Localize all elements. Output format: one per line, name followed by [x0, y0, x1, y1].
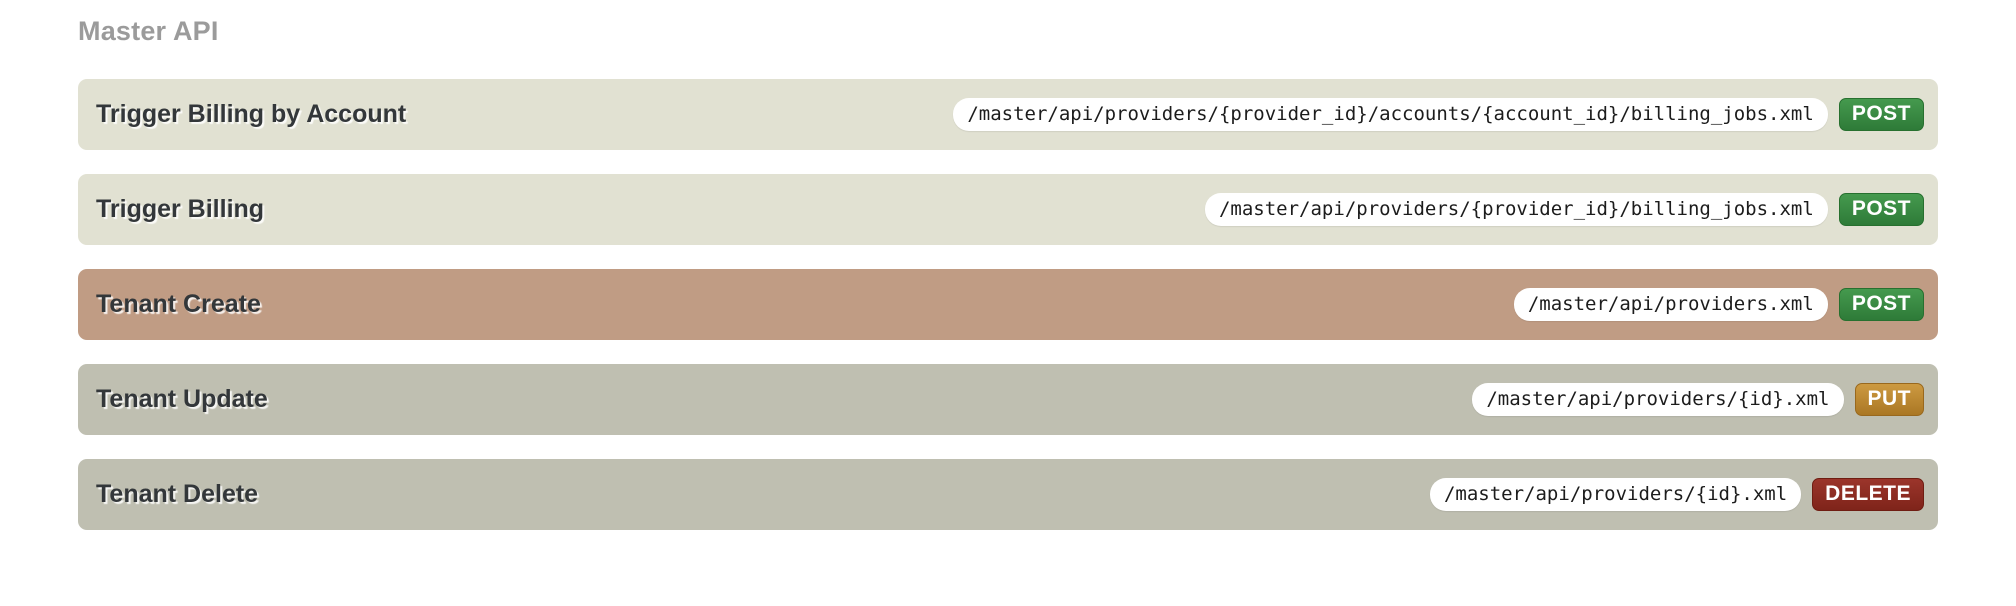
endpoint-title[interactable]: Trigger Billing — [96, 195, 265, 223]
endpoint-meta: /master/api/providers/{id}.xml DELETE — [1429, 478, 1924, 511]
endpoint-title[interactable]: Tenant Update — [96, 385, 268, 413]
method-badge: POST — [1838, 98, 1924, 131]
method-badge: DELETE — [1812, 478, 1924, 511]
endpoint-row[interactable]: Trigger Billing /master/api/providers/{p… — [78, 174, 1938, 245]
endpoint-row[interactable]: Tenant Update /master/api/providers/{id}… — [78, 364, 1938, 435]
endpoint-meta: /master/api/providers/{provider_id}/acco… — [953, 98, 1924, 131]
endpoint-path: /master/api/providers.xml — [1513, 288, 1828, 321]
method-badge: PUT — [1854, 383, 1924, 416]
endpoint-title[interactable]: Trigger Billing by Account — [96, 100, 407, 128]
endpoint-row[interactable]: Trigger Billing by Account /master/api/p… — [78, 79, 1938, 150]
endpoint-title[interactable]: Tenant Delete — [96, 480, 259, 508]
endpoint-list: Trigger Billing by Account /master/api/p… — [78, 79, 1938, 530]
api-docs-page: Master API Trigger Billing by Account /m… — [78, 16, 1938, 530]
endpoint-path: /master/api/providers/{id}.xml — [1472, 383, 1844, 416]
endpoint-path: /master/api/providers/{provider_id}/acco… — [953, 98, 1828, 131]
endpoint-meta: /master/api/providers/{provider_id}/bill… — [1204, 193, 1924, 226]
endpoint-meta: /master/api/providers/{id}.xml PUT — [1472, 383, 1924, 416]
method-badge: POST — [1838, 288, 1924, 321]
endpoint-title[interactable]: Tenant Create — [96, 290, 261, 318]
endpoint-path: /master/api/providers/{id}.xml — [1429, 478, 1802, 511]
endpoint-path: /master/api/providers/{provider_id}/bill… — [1204, 193, 1828, 226]
endpoint-meta: /master/api/providers.xml POST — [1513, 288, 1924, 321]
section-heading: Master API — [78, 16, 219, 46]
method-badge: POST — [1838, 193, 1924, 226]
endpoint-row[interactable]: Tenant Create /master/api/providers.xml … — [78, 269, 1938, 340]
endpoint-row[interactable]: Tenant Delete /master/api/providers/{id}… — [78, 459, 1938, 530]
